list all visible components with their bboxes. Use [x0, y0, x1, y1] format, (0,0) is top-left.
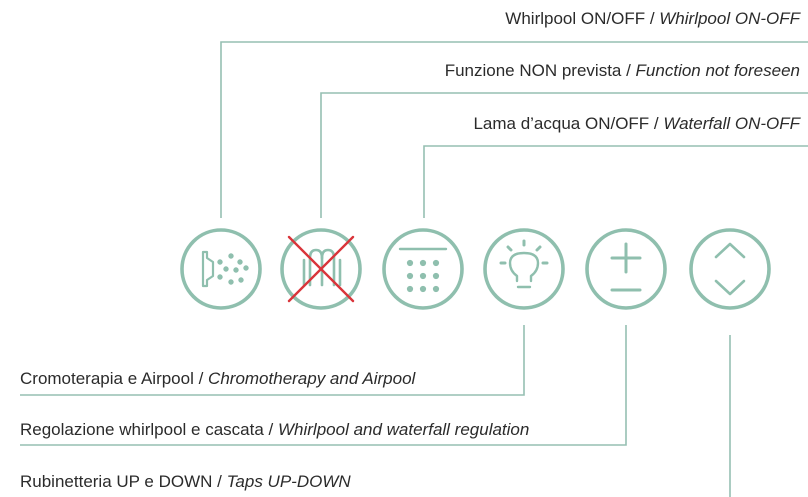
- leader-line-whirlpool: [220, 41, 808, 218]
- taps-up-down-button[interactable]: [689, 228, 771, 310]
- label-whirlpool-it: Whirlpool ON/OFF /: [505, 9, 660, 28]
- function-not-foreseen-icon: [302, 248, 342, 287]
- leader-line-chromotherapy: [20, 325, 525, 396]
- waterfall-icon: [398, 247, 448, 293]
- label-chromotherapy-it: Cromoterapia e Airpool /: [20, 369, 209, 388]
- label-not-foreseen-it: Funzione NON prevista /: [444, 61, 636, 80]
- plus-minus-icon: [610, 242, 642, 292]
- up-down-arrows-icon: [714, 242, 746, 296]
- label-chromotherapy-en: Chromotherapy and Airpool: [208, 369, 416, 388]
- leader-line-waterfall: [423, 145, 808, 218]
- label-taps-en: Taps UP-DOWN: [226, 472, 351, 491]
- label-taps: Rubinetteria UP e DOWN / Taps UP-DOWN: [20, 472, 351, 492]
- chromotherapy-button[interactable]: [483, 228, 565, 310]
- cross-out-icon: [287, 235, 355, 303]
- function-not-foreseen-button: [280, 228, 362, 310]
- label-taps-it: Rubinetteria UP e DOWN /: [20, 472, 227, 491]
- whirlpool-icon: [201, 250, 249, 288]
- label-regulation-en: Whirlpool and waterfall regulation: [277, 420, 530, 439]
- label-not-foreseen-en: Function not foreseen: [635, 61, 800, 80]
- leader-line-not-foreseen: [320, 92, 808, 218]
- label-whirlpool: Whirlpool ON/OFF / Whirlpool ON-OFF: [505, 9, 800, 29]
- chromotherapy-light-icon: [499, 239, 549, 289]
- label-regulation: Regolazione whirlpool e cascata / Whirlp…: [20, 420, 529, 440]
- label-regulation-it: Regolazione whirlpool e cascata /: [20, 420, 278, 439]
- label-waterfall: Lama d’acqua ON/OFF / Waterfall ON-OFF: [473, 114, 800, 134]
- label-waterfall-it: Lama d’acqua ON/OFF /: [473, 114, 664, 133]
- label-not-foreseen: Funzione NON prevista / Function not for…: [445, 61, 800, 81]
- label-whirlpool-en: Whirlpool ON-OFF: [659, 9, 800, 28]
- regulation-button[interactable]: [585, 228, 667, 310]
- label-waterfall-en: Waterfall ON-OFF: [663, 114, 800, 133]
- whirlpool-button[interactable]: [180, 228, 262, 310]
- leader-line-regulation: [20, 325, 627, 446]
- waterfall-button[interactable]: [382, 228, 464, 310]
- label-chromotherapy: Cromoterapia e Airpool / Chromotherapy a…: [20, 369, 415, 389]
